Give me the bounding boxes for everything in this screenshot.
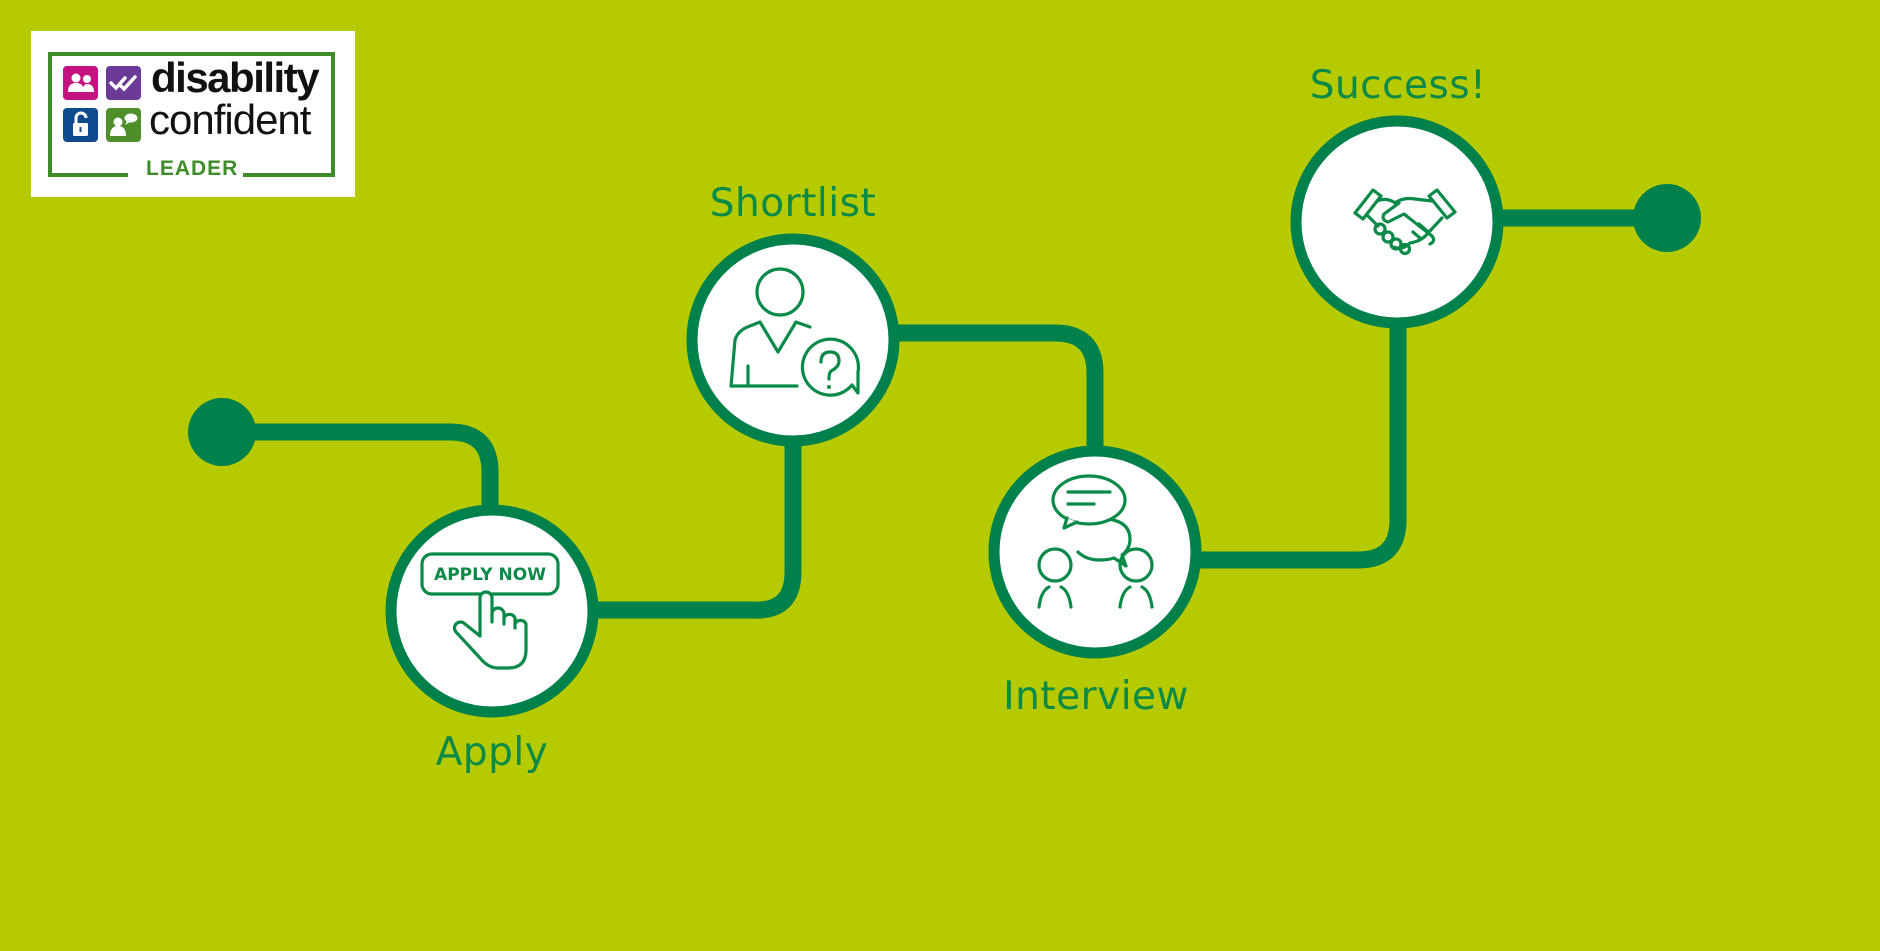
step-label-apply: Apply [435, 730, 549, 775]
start-point [188, 398, 256, 466]
logo-text-confident: confident [149, 96, 311, 143]
person-speech-icon [106, 108, 141, 142]
step-node-apply: APPLY NOW [385, 504, 599, 718]
end-point [1633, 184, 1701, 252]
logo-frame-bottom-left [48, 173, 128, 177]
apply-now-click-icon: APPLY NOW [420, 552, 560, 670]
disability-confident-leader-logo: disability confident LEADER [31, 31, 355, 197]
step-label-success: Success! [1309, 63, 1487, 108]
step-label-shortlist: Shortlist [709, 181, 877, 226]
people-icon [63, 66, 98, 100]
step-node-interview [988, 445, 1202, 659]
step-node-success [1290, 115, 1504, 329]
step-label-interview: Interview [1003, 674, 1189, 719]
conversation-icon [1037, 474, 1154, 609]
logo-frame [48, 52, 335, 177]
unlocked-padlock-icon [63, 108, 98, 142]
person-question-icon [729, 267, 861, 397]
logo-text-disability: disability [151, 54, 320, 101]
double-check-icon [106, 66, 141, 100]
journey-path [222, 209, 1667, 619]
step-node-shortlist [686, 233, 900, 447]
logo-frame-bottom-right [243, 173, 335, 177]
apply-now-icon-text: APPLY NOW [434, 565, 546, 585]
logo-text-leader: LEADER [146, 157, 239, 180]
handshake-icon [1353, 188, 1457, 256]
